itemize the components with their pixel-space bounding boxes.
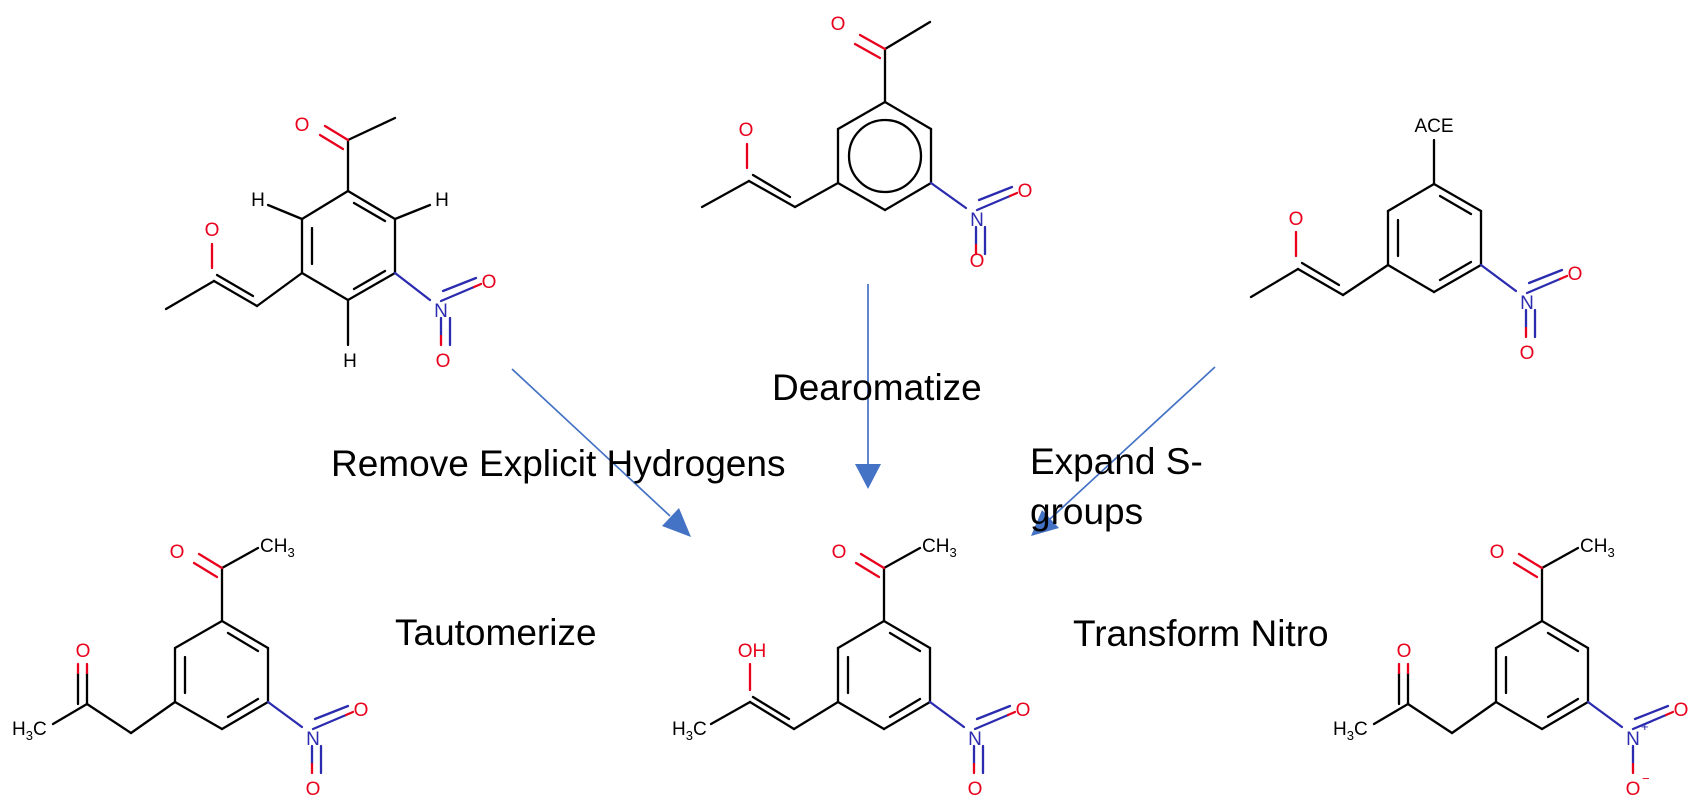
- atom-hydroxyl: OH: [738, 641, 767, 662]
- atom-nitrogen: N: [1626, 729, 1640, 750]
- atom-nitrogen: N: [306, 729, 320, 750]
- arrow-expand-sgroups: [1031, 366, 1216, 536]
- atom-oxygen: O: [1568, 264, 1583, 285]
- atom-oxygen: O: [832, 542, 847, 563]
- atom-oxygen: O: [1018, 181, 1033, 202]
- atom-oxygen: O: [739, 120, 754, 141]
- atom-oxygen: O: [205, 220, 220, 241]
- arrow-dearomatize: [855, 284, 881, 489]
- atom-nitrogen: N: [968, 729, 982, 750]
- atom-oxygen: O: [1016, 700, 1031, 721]
- atom-oxygen: O: [1626, 779, 1641, 800]
- atom-nitrogen: N: [970, 210, 984, 231]
- label-dearomatize: Dearomatize: [772, 367, 982, 408]
- atom-oxygen: O: [295, 115, 310, 136]
- arrow-remove-hydrogens: [511, 368, 691, 537]
- atom-oxygen: O: [76, 641, 91, 662]
- atom-hydrogen: H: [343, 351, 357, 372]
- label-expand-sgroups-line2: groups: [1030, 491, 1143, 532]
- atom-hydrogen: H: [435, 190, 449, 211]
- atom-oxygen: O: [482, 272, 497, 293]
- label-expand-sgroups-line1: Expand S-: [1030, 441, 1203, 482]
- molecule-aromatic: O O N O O: [700, 14, 1033, 272]
- atom-oxygen: O: [436, 351, 451, 372]
- molecule-charged-nitro: O CH3 O H3C N + O O −: [1333, 536, 1688, 800]
- atom-oxygen: O: [970, 251, 985, 272]
- atom-methyl-label: CH3: [1580, 536, 1615, 560]
- molecule-standardized: O CH3 OH H3C N O O: [672, 536, 1030, 800]
- atom-nitrogen: N: [1520, 293, 1534, 314]
- atom-methyl-label: H3C: [1333, 719, 1368, 743]
- atom-oxygen: O: [306, 779, 321, 800]
- atom-oxygen: O: [968, 779, 983, 800]
- atom-nitrogen: N: [434, 301, 448, 322]
- label-tautomerize: Tautomerize: [395, 612, 597, 653]
- atom-oxygen: O: [1289, 209, 1304, 230]
- atom-oxygen: O: [1674, 700, 1689, 721]
- molecule-explicit-hydrogens: O O H H H N O O: [164, 115, 497, 372]
- atom-methyl-label: CH3: [922, 536, 957, 560]
- atom-oxygen: O: [1397, 641, 1412, 662]
- atom-oxygen: O: [1490, 542, 1505, 563]
- molecule-s-group: ACE O N O O: [1249, 116, 1583, 364]
- atom-methyl-label: H3C: [12, 719, 47, 743]
- atom-methyl-label: H3C: [672, 719, 707, 743]
- atom-hydrogen: H: [251, 190, 265, 211]
- charge-plus: +: [1641, 719, 1649, 734]
- charge-minus: −: [1642, 771, 1650, 786]
- atom-ace-group: ACE: [1414, 116, 1453, 137]
- atom-oxygen: O: [354, 700, 369, 721]
- label-remove-explicit-hydrogens: Remove Explicit Hydrogens: [331, 443, 785, 484]
- atom-oxygen: O: [1520, 343, 1535, 364]
- atom-methyl-label: CH3: [260, 536, 295, 560]
- atom-oxygen: O: [831, 14, 846, 35]
- atom-oxygen: O: [170, 542, 185, 563]
- molecule-keto-tautomer: O CH3 O H3C N O O: [12, 536, 368, 800]
- label-transform-nitro: Transform Nitro: [1073, 613, 1329, 654]
